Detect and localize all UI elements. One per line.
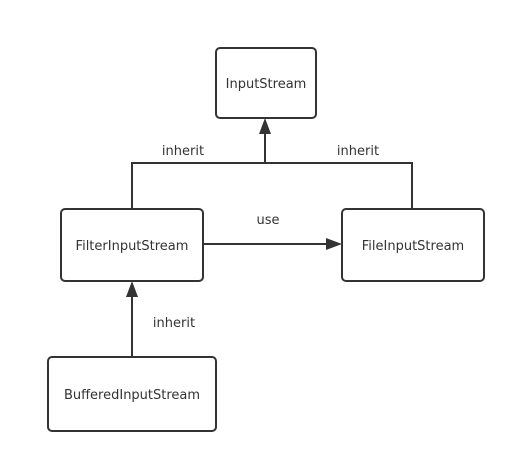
inherit-line-right	[265, 162, 413, 209]
node-label-buffered-input-stream: BufferedInputStream	[64, 388, 200, 403]
edge-label-inherit-right: inherit	[337, 144, 379, 159]
node-buffered-input-stream: BufferedInputStream	[47, 356, 217, 432]
arrowhead-up-input	[259, 118, 271, 134]
edge-label-inherit-left: inherit	[162, 144, 204, 159]
edge-label-inherit-bottom: inherit	[153, 316, 195, 331]
node-input-stream: InputStream	[215, 47, 317, 119]
arrowhead-up-filter	[126, 281, 138, 297]
edge-filter-uses-file	[203, 238, 342, 250]
node-label-filter-input-stream: FilterInputStream	[76, 239, 189, 254]
inherit-line-left	[131, 133, 266, 209]
edge-file-inherits-input	[265, 162, 413, 209]
node-file-input-stream: FileInputStream	[341, 208, 485, 282]
edge-buffered-inherits-filter	[126, 281, 138, 357]
node-label-input-stream: InputStream	[226, 77, 307, 92]
node-label-file-input-stream: FileInputStream	[362, 239, 464, 254]
edge-filter-inherits-input	[131, 133, 266, 209]
node-filter-input-stream: FilterInputStream	[60, 208, 204, 282]
arrowhead-right-file	[326, 238, 342, 250]
edge-label-use: use	[256, 213, 279, 228]
